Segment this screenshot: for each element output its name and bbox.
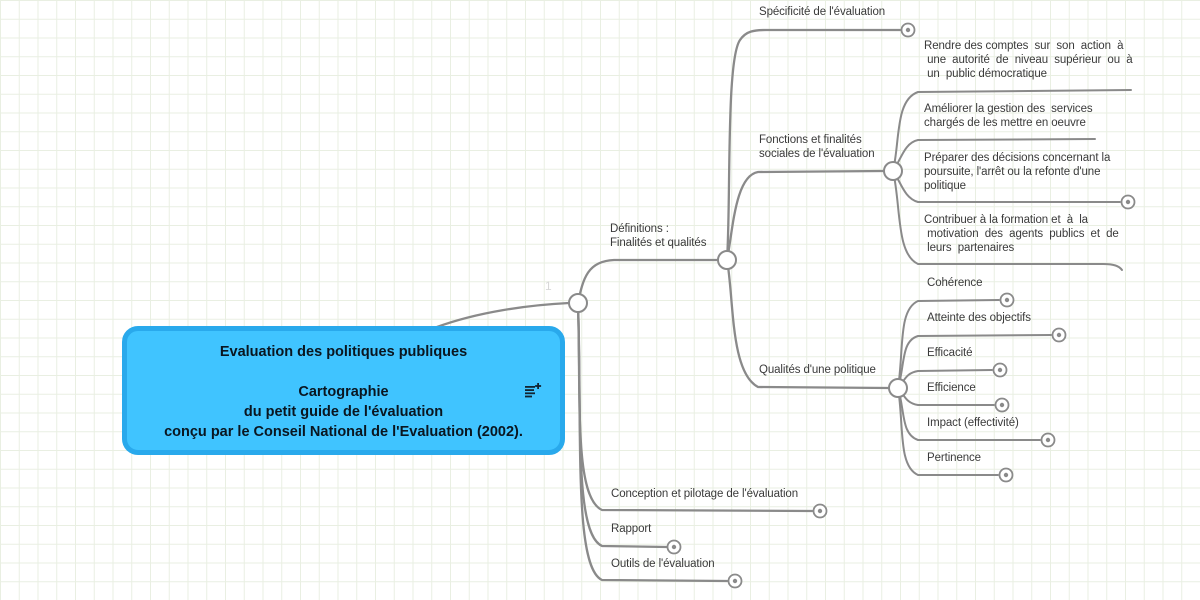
handle-atteinte[interactable] bbox=[1051, 327, 1067, 343]
junction-root[interactable] bbox=[568, 293, 588, 313]
handle-outils[interactable] bbox=[727, 573, 743, 589]
notes-add-icon[interactable] bbox=[525, 383, 542, 398]
handle-conception[interactable] bbox=[812, 503, 828, 519]
connector-contribuer bbox=[892, 170, 1123, 271]
junction-fonctions[interactable] bbox=[883, 161, 903, 181]
handle-specificite[interactable] bbox=[900, 22, 916, 38]
node-preparer[interactable]: Préparer des décisions concernant la pou… bbox=[924, 152, 1111, 192]
handle-impact[interactable] bbox=[1040, 432, 1056, 448]
node-coherence[interactable]: Cohérence bbox=[927, 277, 983, 289]
junction-qualites[interactable] bbox=[888, 378, 908, 398]
connector-definitions bbox=[576, 258, 721, 305]
canvas-watermark: 1 bbox=[545, 279, 552, 293]
node-fonctions[interactable]: Fonctions et finalités sociales de l'éva… bbox=[759, 134, 875, 160]
handle-pertinence[interactable] bbox=[998, 467, 1014, 483]
node-ameliorer[interactable]: Améliorer la gestion des services chargé… bbox=[924, 103, 1093, 129]
handle-rapport[interactable] bbox=[666, 539, 682, 555]
node-conception[interactable]: Conception et pilotage de l'évaluation bbox=[611, 488, 799, 500]
handle-efficacite[interactable] bbox=[992, 362, 1008, 378]
node-efficience[interactable]: Efficience bbox=[927, 382, 976, 394]
handle-coherence[interactable] bbox=[999, 292, 1015, 308]
connector-specificite bbox=[725, 28, 902, 262]
node-efficacite[interactable]: Efficacité bbox=[927, 347, 973, 359]
root-node-subtitle: Cartographie du petit guide de l'évaluat… bbox=[164, 384, 523, 440]
junction-definitions[interactable] bbox=[717, 250, 737, 270]
connector-impact bbox=[897, 387, 1041, 441]
node-atteinte[interactable]: Atteinte des objectifs bbox=[927, 312, 1031, 324]
node-rapport[interactable]: Rapport bbox=[611, 523, 652, 535]
handle-preparer[interactable] bbox=[1120, 194, 1136, 210]
node-contribuer[interactable]: Contribuer à la formation et à la motiva… bbox=[924, 214, 1119, 254]
connector-fonctions bbox=[725, 169, 886, 262]
node-rendre[interactable]: Rendre des comptes sur son action à une … bbox=[924, 40, 1133, 80]
connector-outils bbox=[576, 301, 729, 583]
root-node[interactable]: Evaluation des politiques publiques Cart… bbox=[122, 326, 565, 455]
connector-root-link bbox=[435, 301, 571, 329]
node-outils[interactable]: Outils de l'évaluation bbox=[611, 558, 715, 570]
node-pertinence[interactable]: Pertinence bbox=[927, 452, 981, 464]
connector-rendre bbox=[892, 89, 1132, 172]
connector-qualites bbox=[725, 258, 891, 390]
connector-pertinence bbox=[897, 387, 999, 476]
node-impact[interactable]: Impact (effectivité) bbox=[927, 417, 1019, 429]
connector-coherence bbox=[897, 299, 1000, 389]
handle-efficience[interactable] bbox=[994, 397, 1010, 413]
node-qualites[interactable]: Qualités d'une politique bbox=[759, 364, 876, 376]
node-specificite[interactable]: Spécificité de l'évaluation bbox=[759, 6, 886, 18]
connector-conception bbox=[576, 301, 814, 513]
root-node-title: Evaluation des politiques publiques bbox=[219, 344, 468, 360]
node-definitions[interactable]: Définitions : Finalités et qualités bbox=[610, 223, 707, 249]
